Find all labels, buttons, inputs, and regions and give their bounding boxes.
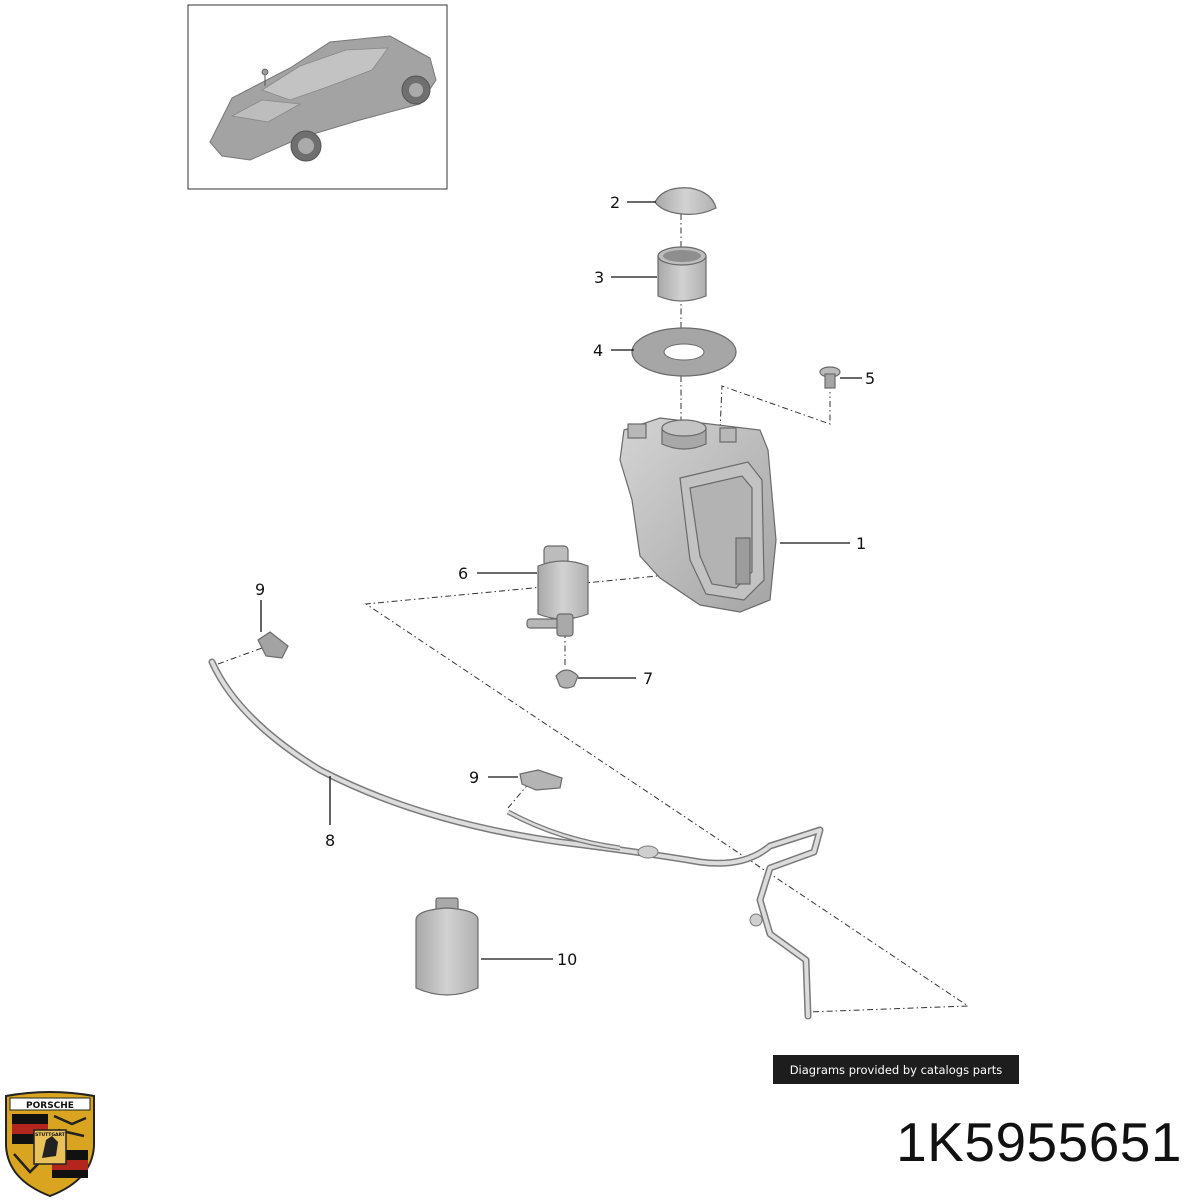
part-washer-pump — [526, 545, 589, 637]
part-washer-reservoir — [619, 417, 777, 613]
logo-brand-text: PORSCHE — [26, 1101, 74, 1111]
part-cap — [654, 187, 717, 215]
callout-10: 10 — [557, 950, 577, 969]
part-nozzle-lower — [519, 769, 563, 791]
part-grommet — [555, 669, 579, 689]
callout-labels: 2 3 4 5 1 6 9 7 9 8 10 — [255, 193, 875, 969]
part-washer-hose — [208, 658, 824, 1020]
callout-2: 2 — [610, 193, 620, 212]
car-illustration — [209, 35, 437, 162]
part-filler-neck — [657, 246, 707, 302]
part-screw — [819, 366, 841, 389]
callout-4: 4 — [593, 341, 603, 360]
part-number-label: 1K5955651 — [896, 1111, 1182, 1173]
callout-leaders — [260, 201, 862, 960]
part-fluid-bottle — [415, 897, 479, 996]
callout-9-lower: 9 — [469, 768, 479, 787]
diagram-credit-banner: Diagrams provided by catalogs parts — [773, 1055, 1019, 1084]
logo-city-text: STUTTGART — [35, 1132, 66, 1138]
callout-9-upper: 9 — [255, 580, 265, 599]
callout-6: 6 — [458, 564, 468, 583]
callout-7: 7 — [643, 669, 653, 688]
part-seal-ring — [631, 327, 737, 377]
part-nozzle-upper — [257, 631, 289, 659]
assembly-guide-lines — [217, 214, 970, 1013]
vehicle-thumbnail — [187, 4, 448, 190]
callout-3: 3 — [594, 268, 604, 287]
callout-5: 5 — [865, 369, 875, 388]
callout-1: 1 — [856, 534, 866, 553]
callout-8: 8 — [325, 831, 335, 850]
porsche-crest-logo: PORSCHE STUTTGART — [5, 1091, 95, 1198]
